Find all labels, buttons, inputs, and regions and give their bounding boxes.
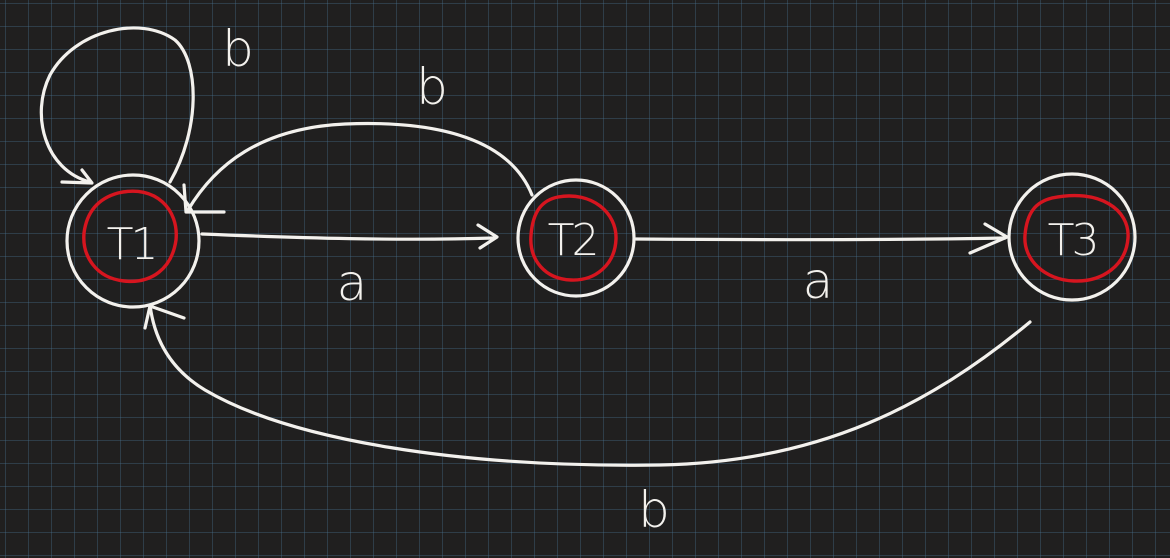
state-t1: T1 <box>65 173 201 309</box>
transition-t1-t2 <box>200 223 499 250</box>
transition-t2-t3-label: a <box>803 252 834 310</box>
transition-t1-t1 <box>39 26 195 185</box>
state-t3: T3 <box>1007 172 1137 302</box>
transition-t2-t1-label: b <box>416 58 448 116</box>
transition-t3-t1 <box>143 303 1032 467</box>
transition-t1-t2-label: a <box>337 254 368 312</box>
transition-t2-t3 <box>634 222 1009 255</box>
state-t1-label: T1 <box>107 219 156 270</box>
transition-t2-t1 <box>182 121 534 214</box>
state-t3-label: T3 <box>1048 215 1097 266</box>
state-t2-label: T2 <box>548 215 597 266</box>
transition-t1-t1-label: b <box>222 20 254 78</box>
transition-t3-t1-label: b <box>638 481 670 539</box>
state-t2: T2 <box>516 178 636 298</box>
